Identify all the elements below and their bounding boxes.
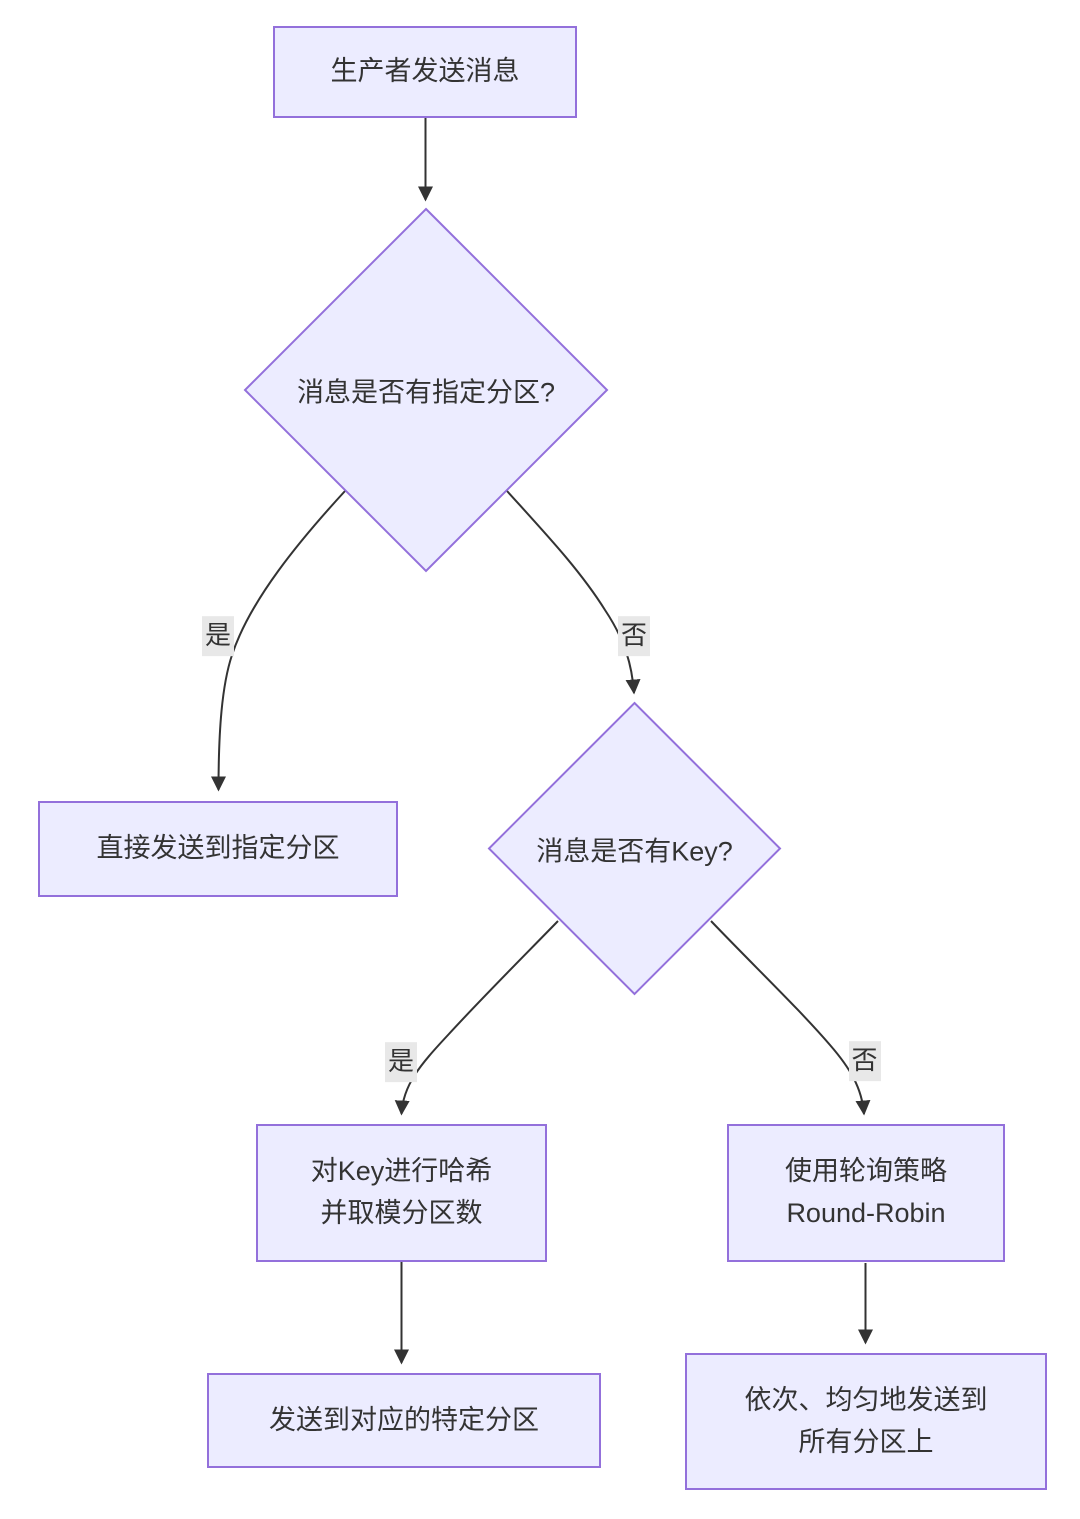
node-hash-key: 对Key进行哈希 并取模分区数: [256, 1124, 547, 1262]
edge-has-partition-no-to-has-key: [506, 490, 641, 695]
node-has-partition-label: 消息是否有指定分区?: [296, 377, 556, 408]
node-send-direct: 直接发送到指定分区: [38, 801, 398, 897]
edge-has-key-yes-to-hash-key: [394, 920, 559, 1116]
node-start: 生产者发送消息: [273, 26, 577, 118]
node-send-all: 依次、均匀地发送到 所有分区上: [685, 1353, 1047, 1490]
edge-label-no-1: 否: [617, 616, 651, 656]
edge-label-yes-2: 是: [384, 1042, 418, 1082]
node-send-specific: 发送到对应的特定分区: [207, 1373, 601, 1468]
node-round-robin: 使用轮询策略 Round-Robin: [727, 1124, 1005, 1262]
edge-label-no-2: 否: [848, 1041, 881, 1081]
node-has-key-label: 消息是否有Key?: [536, 836, 733, 866]
edge-label-yes-1: 是: [201, 616, 235, 656]
edge-has-key-no-to-round-robin: [710, 920, 871, 1116]
node-has-partition-diamond: [243, 207, 609, 573]
edge-has-partition-yes-to-send-direct: [211, 490, 346, 792]
node-has-key-diamond: [487, 701, 782, 996]
